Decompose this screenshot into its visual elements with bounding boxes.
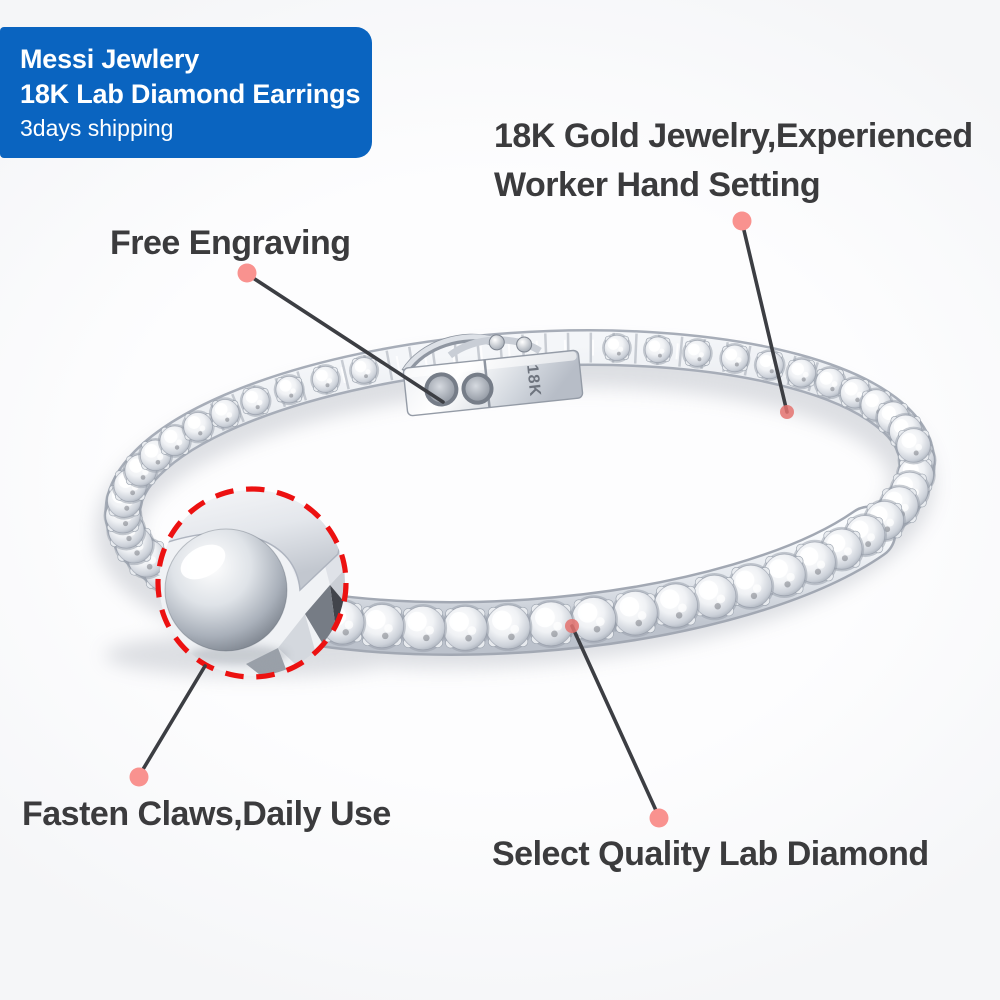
red-marker-dot xyxy=(780,405,794,419)
callout-lines xyxy=(137,220,789,819)
magnifier-dashed-ring xyxy=(155,486,349,680)
callout-label-gold: 18K Gold Jewelry,Experienced Worker Hand… xyxy=(494,112,973,210)
callout-label-diamond: Select Quality Lab Diamond xyxy=(492,835,929,873)
pink-dot xyxy=(649,808,669,828)
red-marker-dot xyxy=(565,619,579,633)
product-name: 18K Lab Diamond Earrings xyxy=(20,79,361,109)
callout-label-gold-line1: 18K Gold Jewelry,Experienced xyxy=(494,117,973,155)
callout-line-engraving xyxy=(245,272,445,404)
clasp-knob xyxy=(488,334,505,351)
shipping-note: 3days shipping xyxy=(20,115,174,141)
pink-dot xyxy=(732,211,752,231)
callout-line-diamond xyxy=(570,624,661,819)
clasp-stamp: 18K xyxy=(523,364,543,398)
callout-label-claws: Fasten Claws,Daily Use xyxy=(22,795,391,833)
callout-line-claws xyxy=(137,664,207,778)
callout-dots xyxy=(129,211,794,828)
clasp-knob xyxy=(516,336,533,353)
callout-label-engraving: Free Engraving xyxy=(110,224,351,262)
pink-dot xyxy=(237,263,257,283)
prong-ball xyxy=(164,528,288,652)
callout-line-gold xyxy=(740,220,789,414)
promo-banner: Messi Jewlery 18K Lab Diamond Earrings 3… xyxy=(0,27,372,158)
pink-dot xyxy=(129,767,149,787)
callout-label-gold-line2: Worker Hand Setting xyxy=(494,166,821,204)
brand-name: Messi Jewlery xyxy=(20,44,200,74)
